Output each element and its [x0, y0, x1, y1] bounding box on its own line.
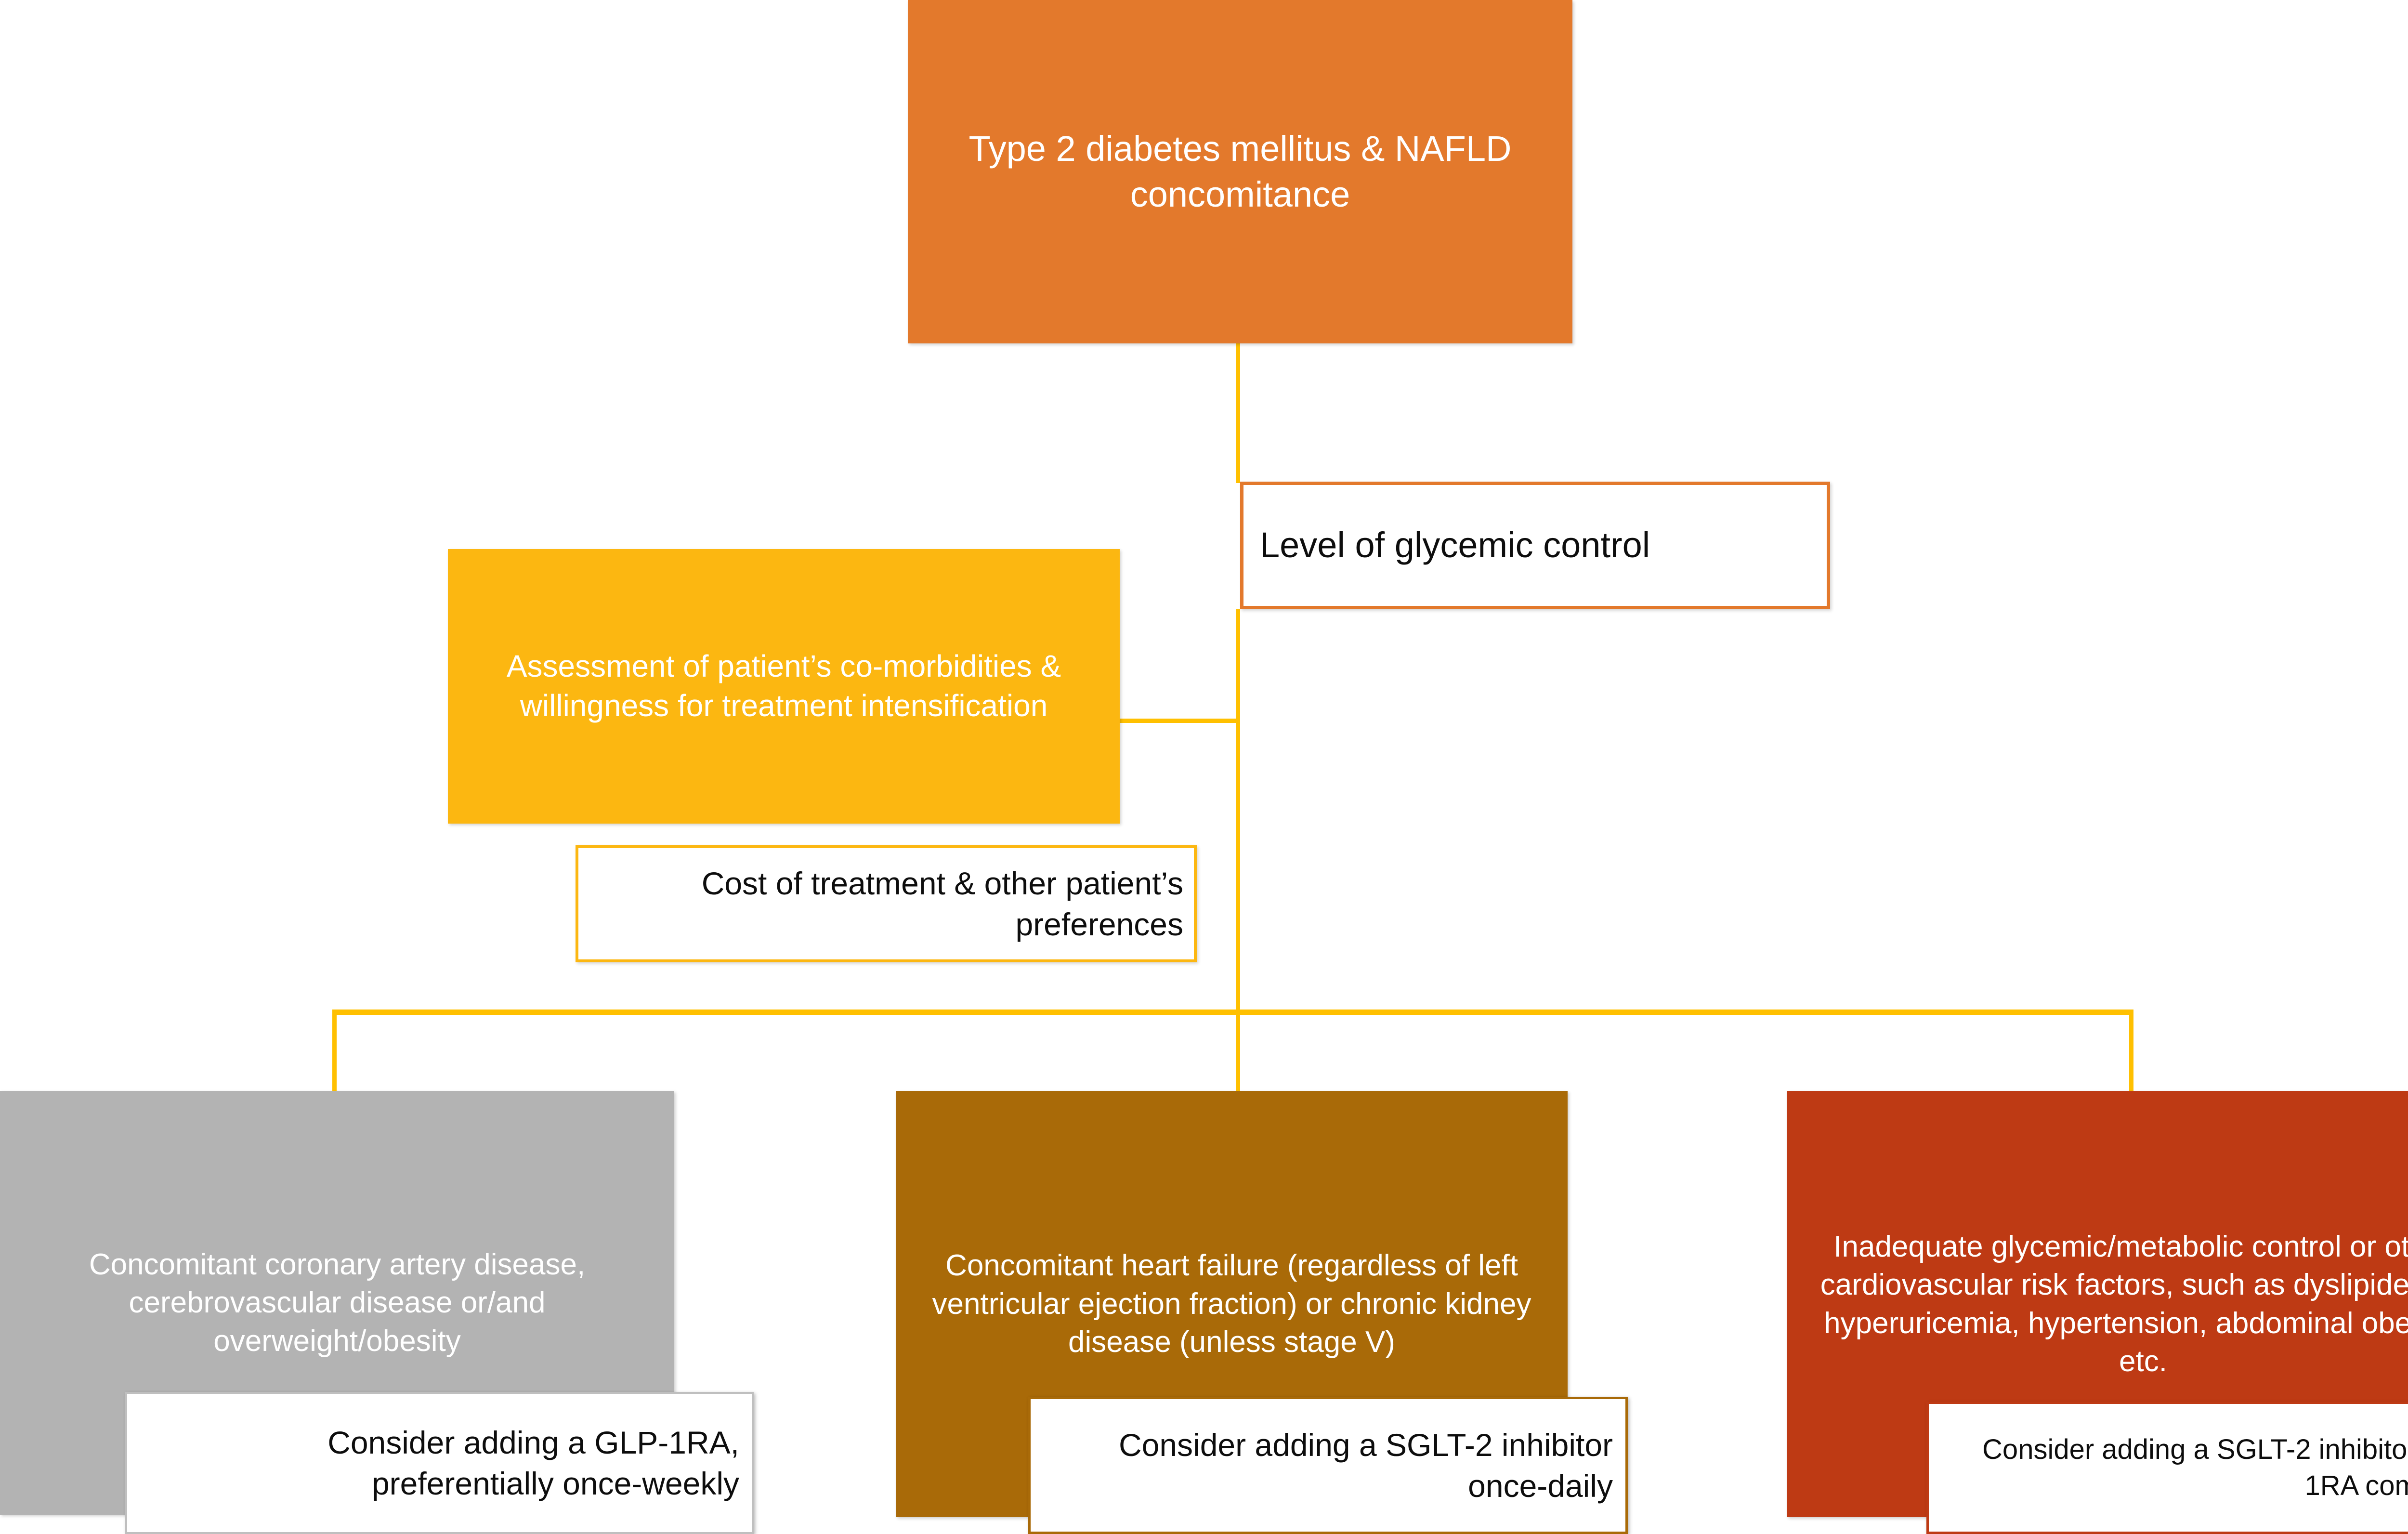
- connector-assessment-to-spine: [1120, 719, 1238, 723]
- node-cost-of-treatment: Cost of treatment & other patient’s pref…: [576, 845, 1197, 962]
- node-branch-middle-recommendation-label: Consider adding a SGLT-2 inhibitor once-…: [1118, 1427, 1613, 1504]
- node-cost-label: Cost of treatment & other patient’s pref…: [701, 865, 1183, 942]
- node-assessment-comorbidities: Assessment of patient’s co-morbidities &…: [448, 549, 1120, 824]
- node-branch-left-recommendation-label: Consider adding a GLP-1RA, preferentiall…: [327, 1425, 739, 1501]
- node-branch-right-condition-label: Inadequate glycemic/metabolic control or…: [1820, 1230, 2408, 1378]
- connector-level-to-branch-bus: [1236, 609, 1240, 1014]
- connector-horizontal-bus: [332, 1010, 2133, 1015]
- node-branch-right-recommendation: Consider adding a SGLT-2 inhibitor & GLP…: [1926, 1402, 2408, 1534]
- node-assessment-label: Assessment of patient’s co-morbidities &…: [506, 649, 1061, 723]
- connector-bus-to-right-branch: [2129, 1011, 2133, 1092]
- node-branch-right-recommendation-label: Consider adding a SGLT-2 inhibitor & GLP…: [1982, 1434, 2408, 1501]
- node-level-of-glycemic-control: Level of glycemic control: [1240, 482, 1830, 609]
- node-branch-middle-recommendation: Consider adding a SGLT-2 inhibitor once-…: [1028, 1397, 1628, 1534]
- node-header-t2dm-nafld: Type 2 diabetes mellitus & NAFLD concomi…: [908, 0, 1572, 343]
- node-branch-left-condition-label: Concomitant coronary artery disease, cer…: [89, 1247, 586, 1358]
- connector-bus-to-left-branch: [332, 1011, 337, 1092]
- node-branch-middle-condition-label: Concomitant heart failure (regardless of…: [932, 1249, 1531, 1359]
- connector-bus-to-middle-branch: [1236, 1011, 1240, 1092]
- connector-header-to-level: [1236, 343, 1240, 483]
- node-header-label: Type 2 diabetes mellitus & NAFLD concomi…: [968, 128, 1512, 214]
- node-branch-left-recommendation: Consider adding a GLP-1RA, preferentiall…: [125, 1392, 754, 1534]
- node-level-label: Level of glycemic control: [1260, 525, 1650, 565]
